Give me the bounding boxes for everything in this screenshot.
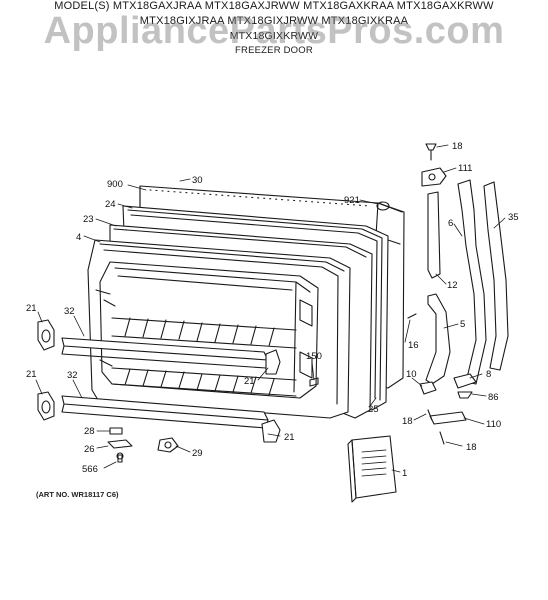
model-list-line-3: MTX18GIXKRWW — [229, 30, 319, 42]
door-liner — [87, 239, 351, 419]
callout-18-top: 18 — [452, 141, 463, 152]
model-list-line-2: MTX18GIXJRAA MTX18GIXJRWW MTX18GIXKRAA — [139, 15, 409, 27]
leader-lines — [35, 144, 506, 473]
callout-10: 10 — [406, 369, 417, 380]
callout-150: 150 — [306, 351, 322, 362]
model-list-line-1: MODEL(S) MTX18GAXJRAA MTX18GAXJRWW MTX18… — [54, 0, 494, 12]
callout-6: 6 — [448, 218, 453, 229]
callout-24: 24 — [105, 199, 116, 210]
callout-1: 1 — [402, 468, 407, 479]
art-number: (ART NO. WR18117 C6) — [36, 490, 119, 499]
callout-35: 35 — [508, 212, 519, 223]
callout-566: 566 — [82, 464, 98, 475]
callout-12: 12 — [447, 280, 458, 291]
callout-18-mid: 18 — [402, 416, 413, 427]
callout-25: 25 — [368, 404, 379, 415]
callout-labels: 18 111 30 900 921 24 6 35 23 4 12 21 32 … — [26, 141, 519, 479]
callout-21-lower-left: 21 — [26, 369, 37, 380]
callout-26: 26 — [84, 444, 95, 455]
callout-32-upper: 32 — [64, 306, 75, 317]
callout-21-bar-end: 21 — [284, 432, 295, 443]
callout-28: 28 — [84, 426, 95, 437]
callout-21-center: 21 — [244, 376, 255, 387]
shelf-end-caps — [37, 319, 281, 443]
callout-900: 900 — [107, 179, 123, 190]
callout-32-lower: 32 — [67, 370, 78, 381]
callout-18-bottom: 18 — [466, 442, 477, 453]
callout-8: 8 — [486, 369, 491, 380]
callout-4: 4 — [76, 232, 81, 243]
callout-30: 30 — [192, 175, 203, 186]
callout-111: 111 — [458, 163, 472, 174]
callout-110: 110 — [486, 419, 501, 430]
callout-29: 29 — [192, 448, 203, 459]
hinge-small-parts — [107, 377, 319, 463]
callout-5: 5 — [460, 319, 465, 330]
callout-16: 16 — [408, 340, 419, 351]
section-title: FREEZER DOOR — [235, 45, 313, 56]
owner-manual — [347, 435, 397, 503]
callout-21-upper-left: 21 — [26, 303, 37, 314]
hinge-and-trim-parts — [407, 143, 509, 445]
callout-23: 23 — [83, 214, 94, 225]
callout-921: 921 — [344, 195, 360, 206]
callout-86: 86 — [488, 392, 499, 403]
